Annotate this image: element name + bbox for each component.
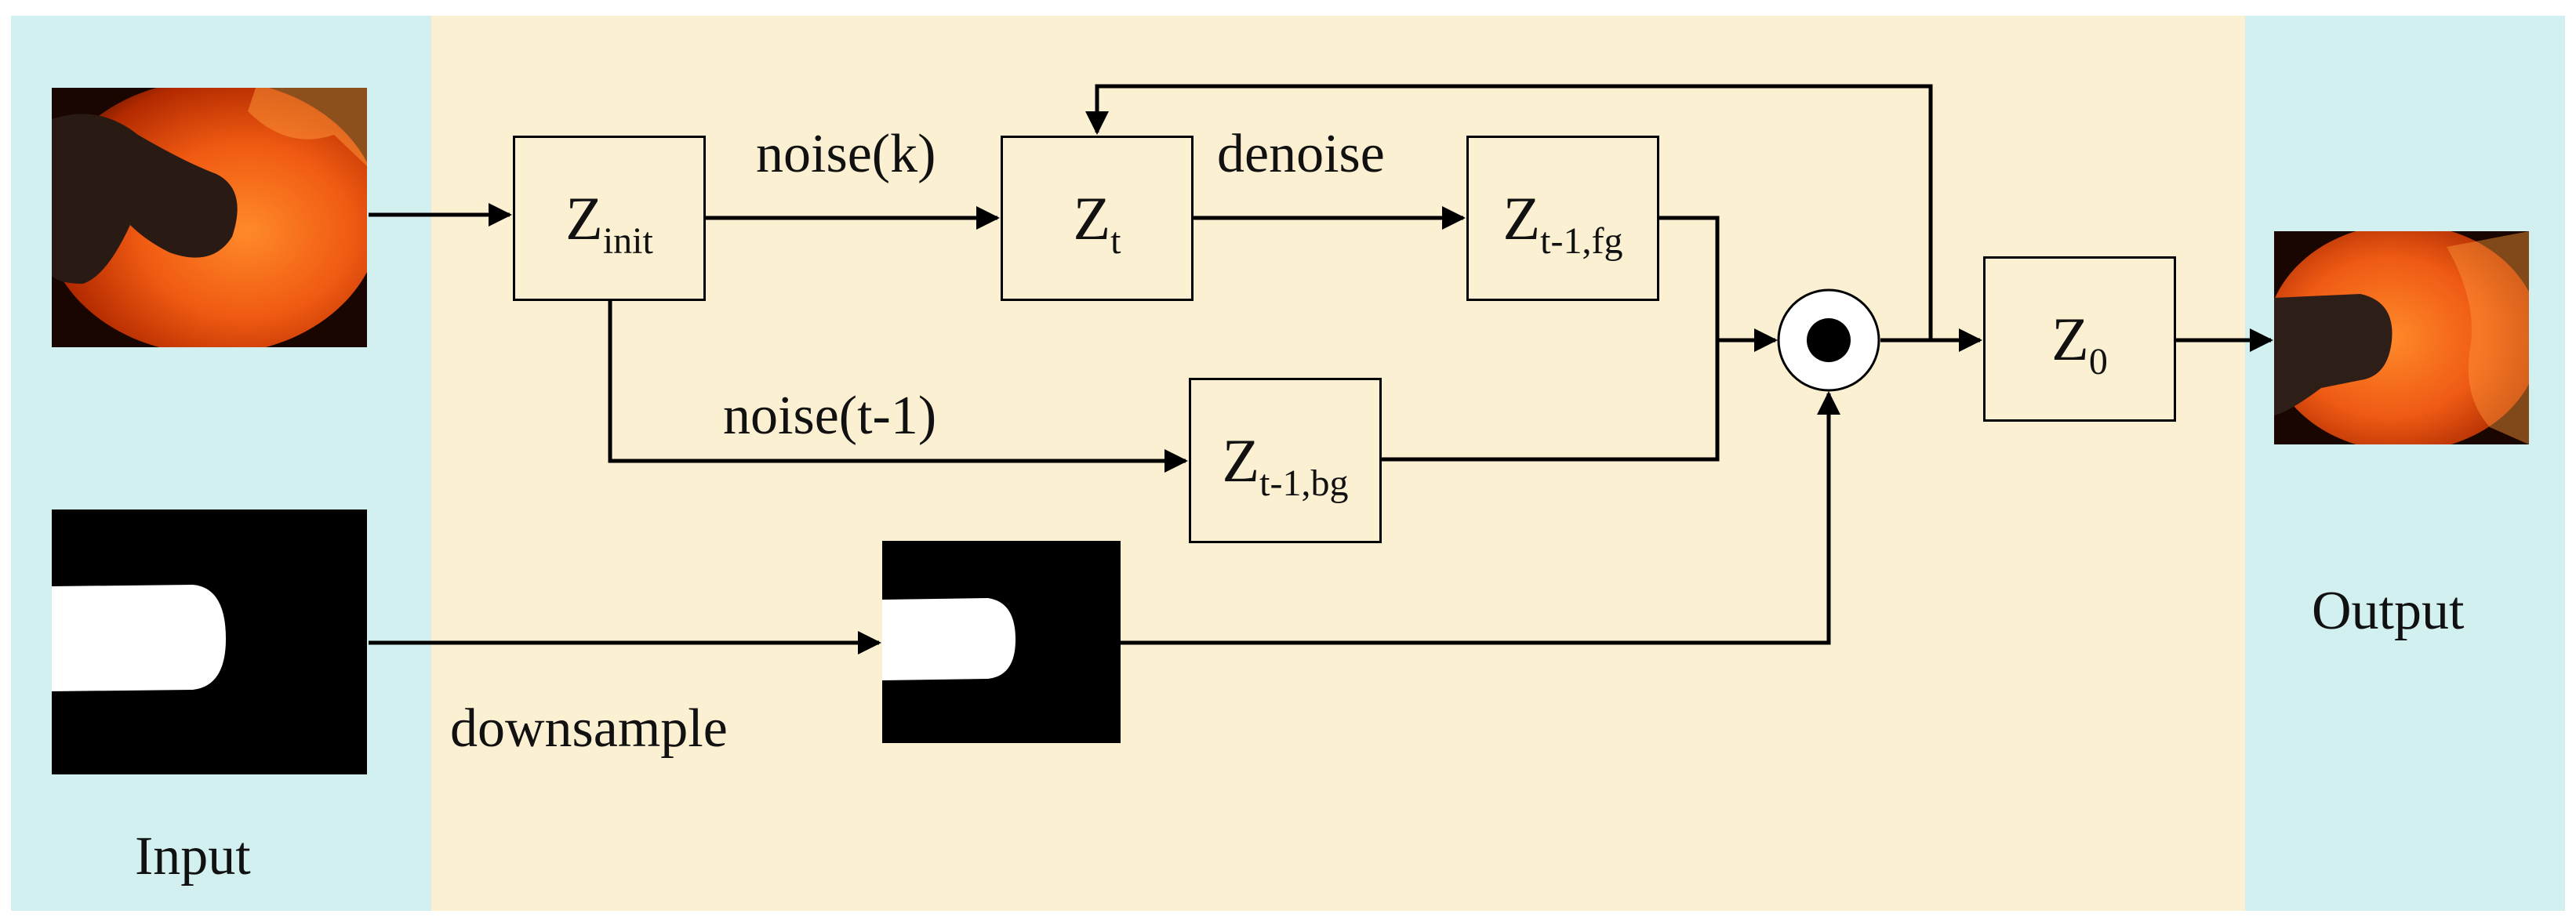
input-mask-image xyxy=(52,509,367,774)
z-t1-bg-label: Zt-1,bg xyxy=(1222,426,1349,504)
z-t1-fg-label: Zt-1,fg xyxy=(1502,183,1623,262)
input-panel-label: Input xyxy=(135,826,251,887)
process-panel xyxy=(431,16,2245,911)
z-t-node: Zt xyxy=(1001,136,1194,301)
z-init-label: Zinit xyxy=(565,183,653,262)
arrow-mask-to-merge xyxy=(1121,391,1840,645)
output-panel xyxy=(2245,16,2565,911)
edge-label-noise-t1: noise(t-1) xyxy=(723,386,937,446)
z-0-label: Z0 xyxy=(2051,304,2108,383)
z-t1-bg-node: Zt-1,bg xyxy=(1189,378,1382,543)
edge-label-denoise: denoise xyxy=(1217,124,1385,184)
hadamard-product-icon xyxy=(1777,288,1880,392)
arrow-feedback-loop xyxy=(1085,84,1933,340)
arrow-zinit-to-zbg xyxy=(608,301,1188,473)
z-0-node: Z0 xyxy=(1983,256,2176,422)
downsampled-mask-image xyxy=(882,541,1121,743)
edge-label-noise-k: noise(k) xyxy=(756,124,936,184)
input-fire-image xyxy=(52,88,367,347)
output-panel-label: Output xyxy=(2312,581,2465,641)
output-fire-image xyxy=(2274,231,2529,444)
z-init-node: Zinit xyxy=(513,136,706,301)
z-t1-fg-node: Zt-1,fg xyxy=(1466,136,1659,301)
edge-label-downsample: downsample xyxy=(450,698,728,759)
arrow-zfg-to-merge xyxy=(1659,216,1778,352)
arrow-zbg-to-merge xyxy=(1382,340,1720,462)
z-t-label: Zt xyxy=(1073,183,1121,262)
